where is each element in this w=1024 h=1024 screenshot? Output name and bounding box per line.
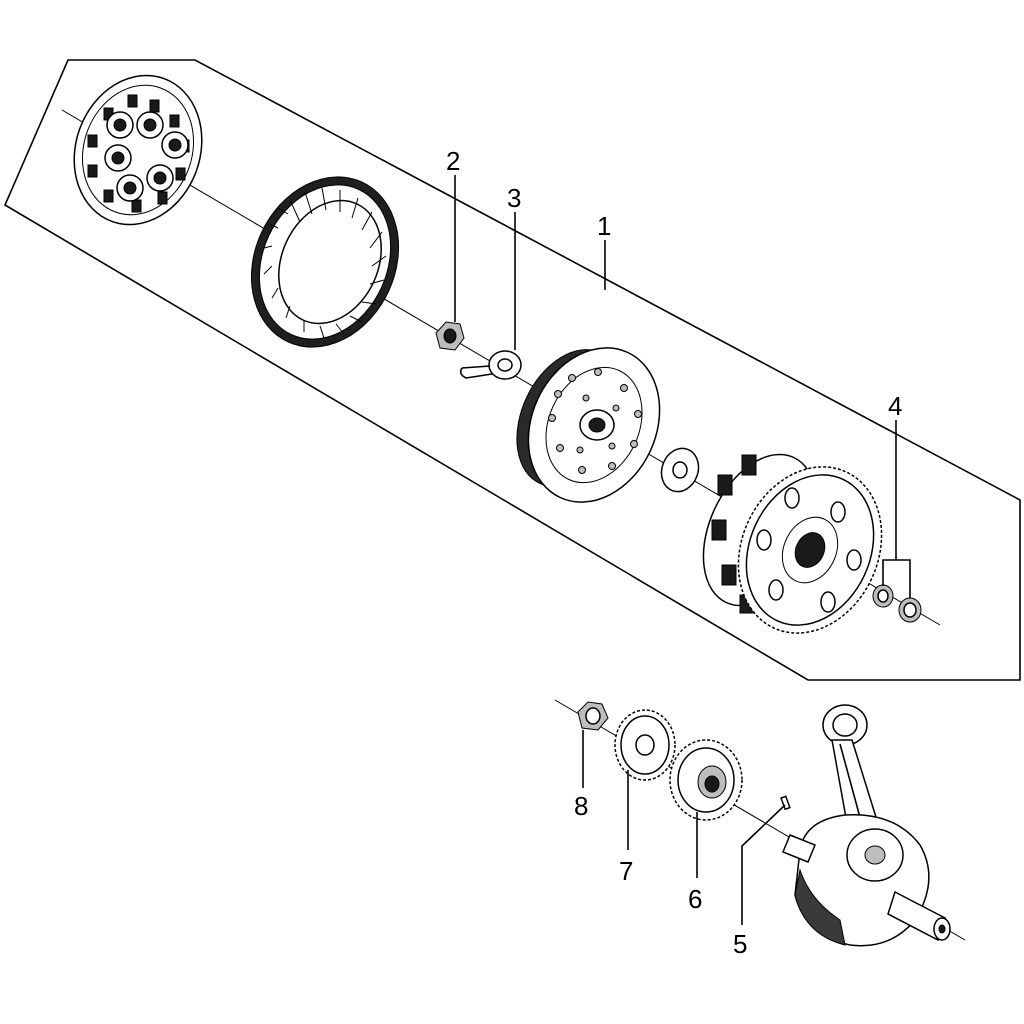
callout-4: 4 [888,391,902,421]
lock-nut [435,321,465,351]
pressure-plate [73,74,203,226]
friction-plate-stack [250,176,400,348]
clutch-assembly-frame [3,59,1021,681]
oil-pump-drive-gear [669,739,743,821]
leader-lines [454,175,911,925]
clutch-center-hub [516,347,661,503]
callout-3: 3 [507,183,521,213]
leader-4-bracket [882,559,911,598]
callout-labels: 2 3 1 4 8 7 6 5 [446,146,902,959]
primary-drive-gear [614,709,676,781]
callout-1: 1 [597,211,611,241]
callout-2: 2 [446,146,460,176]
callout-7: 7 [619,856,633,886]
callout-6: 6 [688,884,702,914]
callout-8: 8 [574,791,588,821]
thrust-washer [660,447,700,493]
crankshaft-assembly [782,704,951,947]
lock-washer [459,350,522,380]
leader-5 [741,804,786,925]
clutch-outer-basket [702,453,883,634]
callout-5: 5 [733,929,747,959]
crank-nut [577,701,609,731]
woodruff-key [780,795,791,811]
bushing-pair [872,584,922,623]
